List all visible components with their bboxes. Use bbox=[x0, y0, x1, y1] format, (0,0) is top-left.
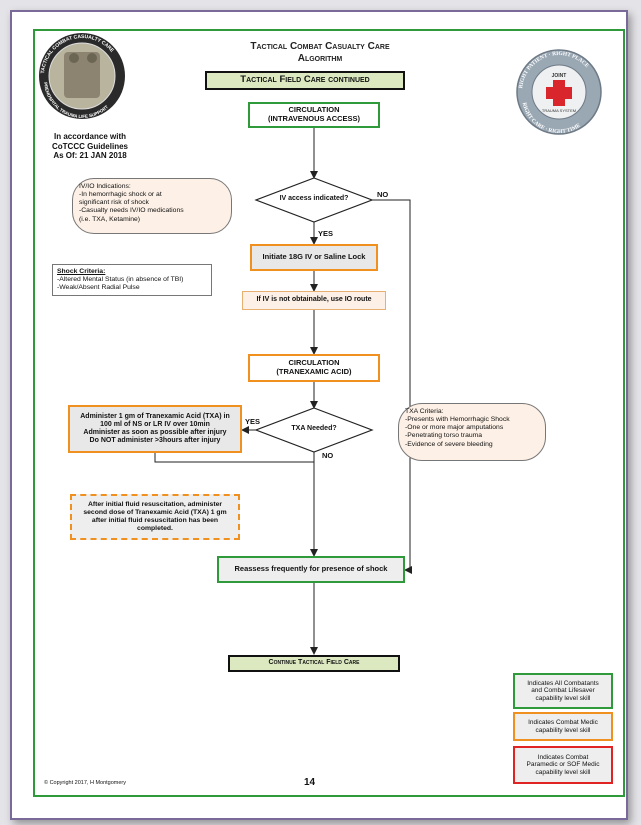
iv-indications-note: IV/IO Indications: -In hemorrhagic shock… bbox=[72, 178, 232, 234]
txa-yes-label: YES bbox=[245, 417, 261, 426]
guidelines-note: In accordance with CoTCCC Guidelines As … bbox=[40, 132, 140, 161]
txa-admin-line: Administer 1 gm of Tranexamic Acid (TXA)… bbox=[80, 412, 230, 420]
shock-criteria-title: Shock Criteria: bbox=[57, 268, 106, 275]
section-banner: Tactical Field Care continued bbox=[205, 71, 405, 90]
circulation-txa-line1: CIRCULATION bbox=[288, 358, 340, 368]
circulation-iv-line2: (INTRAVENOUS ACCESS) bbox=[267, 114, 361, 123]
iv-indications-line: (i.e. TXA, Ketamine) bbox=[79, 215, 141, 223]
legend-green-line: Indicates All Combatants bbox=[527, 679, 599, 687]
iv-decision-diamond bbox=[254, 177, 374, 223]
txa-administer-box: Administer 1 gm of Tranexamic Acid (TXA)… bbox=[68, 405, 242, 453]
second-dose-line: second dose of Tranexamic Acid (TXA) 1 g… bbox=[83, 509, 227, 517]
iv-no-label: NO bbox=[377, 190, 389, 199]
page-border bbox=[33, 29, 625, 797]
legend-orange-line: capability level skill bbox=[535, 726, 591, 734]
guidelines-line2: CoTCCC Guidelines bbox=[51, 141, 128, 151]
txa-criteria-title: TXA Criteria: bbox=[405, 408, 444, 415]
second-dose-line: after initial fluid resuscitation has be… bbox=[91, 517, 219, 524]
second-dose-line: After initial fluid resuscitation, admin… bbox=[87, 501, 223, 509]
initiate-iv-box: Initiate 18G IV or Saline Lock bbox=[250, 244, 378, 271]
txa-decision-diamond bbox=[254, 407, 374, 453]
legend-red: Indicates Combat Paramedic or SOF Medic … bbox=[513, 746, 613, 784]
legend-orange: Indicates Combat Medic capability level … bbox=[513, 712, 613, 741]
legend-red-line: Paramedic or SOF Medic bbox=[526, 761, 600, 769]
circulation-txa-line2: (TRANEXAMIC ACID) bbox=[276, 367, 352, 376]
iv-indications-line: significant risk of shock bbox=[79, 199, 149, 207]
jts-logo-center-bottom: TRAUMA SYSTEM bbox=[542, 108, 576, 113]
txa-admin-line: 100 ml of NS or LR IV over 10min bbox=[100, 420, 210, 428]
circulation-iv-box: CIRCULATION(INTRAVENOUS ACCESS) bbox=[248, 102, 380, 128]
txa-admin-line: Do NOT administer >3hours after injury bbox=[89, 437, 221, 445]
iv-indications-line: -Casualty needs IV/IO medications bbox=[79, 207, 184, 215]
iv-yes-label: YES bbox=[318, 229, 334, 238]
legend-green: Indicates All Combatants and Combat Life… bbox=[513, 673, 613, 709]
legend-green-line: and Combat Lifesaver bbox=[531, 687, 595, 695]
legend-red-line: capability level skill bbox=[535, 768, 591, 776]
jts-logo-center-top: JOINT bbox=[552, 73, 567, 79]
io-route-box: If IV is not obtainable, use IO route bbox=[242, 291, 386, 310]
shock-criteria-line: -Weak/Absent Radial Pulse bbox=[57, 284, 140, 292]
txa-criteria-line: -Evidence of severe bleeding bbox=[405, 440, 493, 448]
second-dose-box: After initial fluid resuscitation, admin… bbox=[70, 494, 240, 540]
shock-criteria-line: -Altered Mental Status (in absence of TB… bbox=[57, 276, 184, 284]
copyright-text: © Copyright 2017, H Montgomery bbox=[44, 780, 127, 786]
circulation-iv-line1: CIRCULATION bbox=[288, 105, 340, 115]
txa-decision-label: TXA Needed? bbox=[291, 425, 337, 432]
txa-criteria-note: TXA Criteria: -Presents with Hemorrhagic… bbox=[398, 403, 546, 461]
txa-no-label: NO bbox=[322, 451, 334, 460]
guidelines-line1: In accordance with bbox=[53, 132, 127, 141]
shock-criteria-note: Shock Criteria: -Altered Mental Status (… bbox=[52, 264, 212, 297]
joint-trauma-system-logo bbox=[516, 49, 602, 135]
legend-orange-line: Indicates Combat Medic bbox=[528, 719, 598, 727]
guidelines-line3: As Of: 21 JAN 2018 bbox=[53, 151, 127, 161]
second-dose-line: completed. bbox=[137, 524, 173, 532]
iv-indications-title: IV/IO Indications: bbox=[79, 183, 131, 190]
tccc-logo bbox=[39, 33, 125, 119]
reassess-box: Reassess frequently for presence of shoc… bbox=[217, 556, 405, 583]
legend-red-line: Indicates Combat bbox=[537, 753, 589, 761]
circulation-txa-box: CIRCULATION(TRANEXAMIC ACID) bbox=[248, 354, 380, 382]
txa-criteria-line: -Presents with Hemorrhagic Shock bbox=[405, 416, 510, 424]
algorithm-subtitle: Algorithm bbox=[297, 53, 343, 64]
page-number: 14 bbox=[304, 777, 316, 788]
continue-box: Continue Tactical Field Care bbox=[228, 655, 400, 672]
legend-green-line: capability level skill bbox=[535, 694, 591, 702]
algorithm-title: Tactical Combat Casualty Care bbox=[250, 41, 390, 52]
txa-criteria-line: -One or more major amputations bbox=[405, 424, 504, 432]
iv-indications-line: -In hemorrhagic shock or at bbox=[79, 191, 162, 199]
txa-criteria-line: -Penetrating torso trauma bbox=[405, 432, 483, 440]
txa-admin-line: Administer as soon as possible after inj… bbox=[83, 429, 227, 436]
iv-decision-label: IV access indicated? bbox=[279, 195, 349, 202]
